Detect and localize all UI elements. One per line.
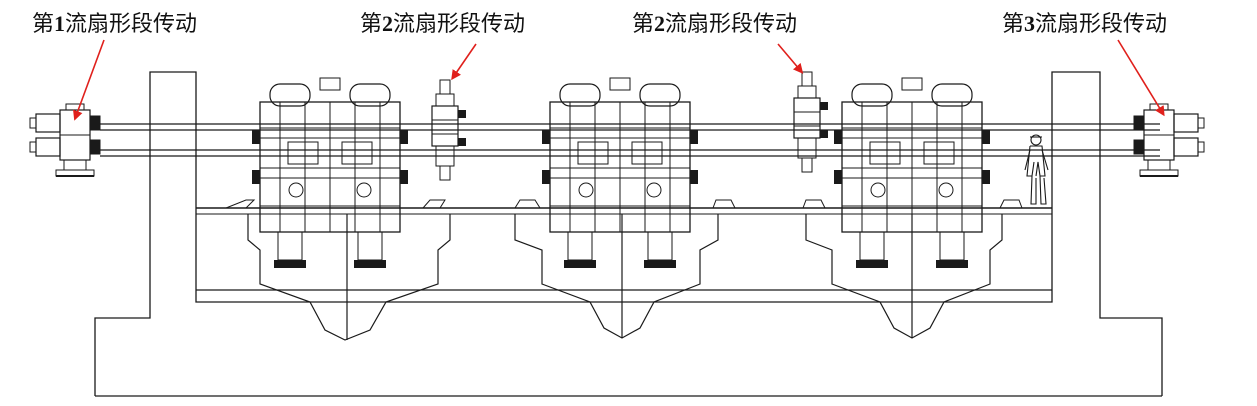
label-strand-2-drive-left: 第2流扇形段传动 bbox=[360, 11, 526, 37]
label-strand-3-drive: 第3流扇形段传动 bbox=[1002, 11, 1168, 37]
support-funnels bbox=[247, 214, 1003, 341]
segment-frame-2 bbox=[541, 77, 699, 269]
label-strand-2-drive-right: 第2流扇形段传动 bbox=[632, 11, 798, 37]
worker-figure-icon bbox=[1024, 134, 1049, 205]
segment-frame-1 bbox=[251, 77, 409, 269]
red-arrow-icon bbox=[73, 39, 1165, 121]
arrow-strand-1 bbox=[73, 39, 105, 121]
foundation-base bbox=[94, 71, 1163, 397]
drive-unit-left bbox=[29, 103, 101, 177]
vertical-drive-right bbox=[793, 71, 829, 173]
drive-unit-right bbox=[1133, 103, 1205, 177]
drive-shafts bbox=[100, 123, 1160, 157]
arrow-strand-3 bbox=[1117, 39, 1165, 117]
platform bbox=[196, 199, 1052, 215]
arrow-strand-2-right bbox=[777, 43, 804, 74]
label-strand-1-drive: 第1流扇形段传动 bbox=[32, 11, 198, 37]
arrow-strand-2-left bbox=[451, 43, 477, 81]
